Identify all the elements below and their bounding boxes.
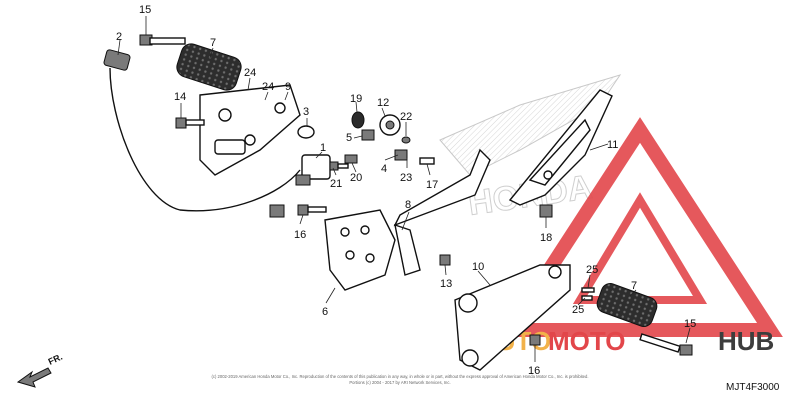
callout-11: 11 (607, 139, 618, 151)
leader-lines (117, 16, 691, 362)
part-bolt-16-left (297, 204, 327, 216)
callout-25-upper: 25 (586, 264, 598, 276)
diagram-code: MJT4F3000 (726, 382, 780, 393)
callout-18: 18 (540, 232, 552, 244)
callout-13: 13 (440, 278, 452, 290)
callout-8: 8 (405, 199, 411, 211)
callout-16-left: 16 (294, 229, 306, 241)
callout-16-bottom: 16 (528, 365, 540, 377)
part-plate-8 (393, 148, 491, 276)
part-step-holder-right (508, 89, 613, 206)
callout-24-lower: 24 (262, 81, 274, 93)
part-bolt-15-right (639, 333, 693, 356)
part-bolt-13 (439, 254, 451, 266)
watermark-triangle (497, 117, 783, 337)
callout-7-left: 7 (210, 37, 216, 49)
part-footpeg-rubber-left (176, 43, 242, 91)
part-bracket-6 (324, 209, 396, 291)
callout-3: 3 (303, 106, 309, 118)
part-spring-switch (295, 125, 331, 186)
callout-19: 19 (350, 93, 362, 105)
callout-14: 14 (174, 91, 186, 103)
callout-17: 17 (426, 179, 438, 191)
callout-25-lower: 25 (572, 304, 584, 316)
part-bolt-16-bottom (529, 334, 541, 346)
copyright-line-1: (c) 2002-2019 American Honda Motor Co., … (212, 374, 589, 379)
watermark-inner-triangle (572, 192, 708, 304)
callout-15-top: 15 (139, 4, 151, 16)
part-footpeg-rubber-right (596, 283, 658, 327)
part-small-hardware (344, 111, 435, 165)
part-footpeg-arm-10 (454, 264, 571, 371)
callout-6: 6 (322, 306, 328, 318)
callout-10: 10 (472, 261, 484, 273)
watermark-text-hub: HUB (718, 326, 774, 356)
callout-9: 9 (285, 81, 291, 93)
callout-2: 2 (116, 31, 122, 43)
callout-4: 4 (381, 163, 387, 175)
part-callouts: 15 2 7 24 24 9 14 3 1 21 19 12 5 22 20 4… (116, 4, 696, 377)
callout-23: 23 (400, 172, 412, 184)
callout-5: 5 (346, 132, 352, 144)
callout-12: 12 (377, 97, 389, 109)
callout-1: 1 (320, 142, 326, 154)
callout-24-upper: 24 (244, 67, 256, 79)
part-cable-connector (269, 204, 285, 218)
callout-7-right: 7 (631, 280, 637, 292)
part-nut-18 (539, 204, 553, 218)
watermark-text-moto: MOTO (548, 326, 626, 356)
callout-20: 20 (350, 172, 362, 184)
front-direction-indicator: FR. (16, 352, 64, 388)
callout-15-right: 15 (684, 318, 696, 330)
watermark-logo: AUTO MOTO HUB (478, 117, 783, 356)
callout-22: 22 (400, 111, 412, 123)
front-direction-label: FR. (47, 352, 64, 367)
part-bolt-top (139, 34, 186, 46)
front-arrow-icon (16, 367, 52, 388)
copyright-line-2: Portions (c) 2004 - 2017 by ARI Network … (349, 380, 450, 385)
callout-21: 21 (330, 178, 342, 190)
part-step-holder-left (199, 84, 301, 176)
